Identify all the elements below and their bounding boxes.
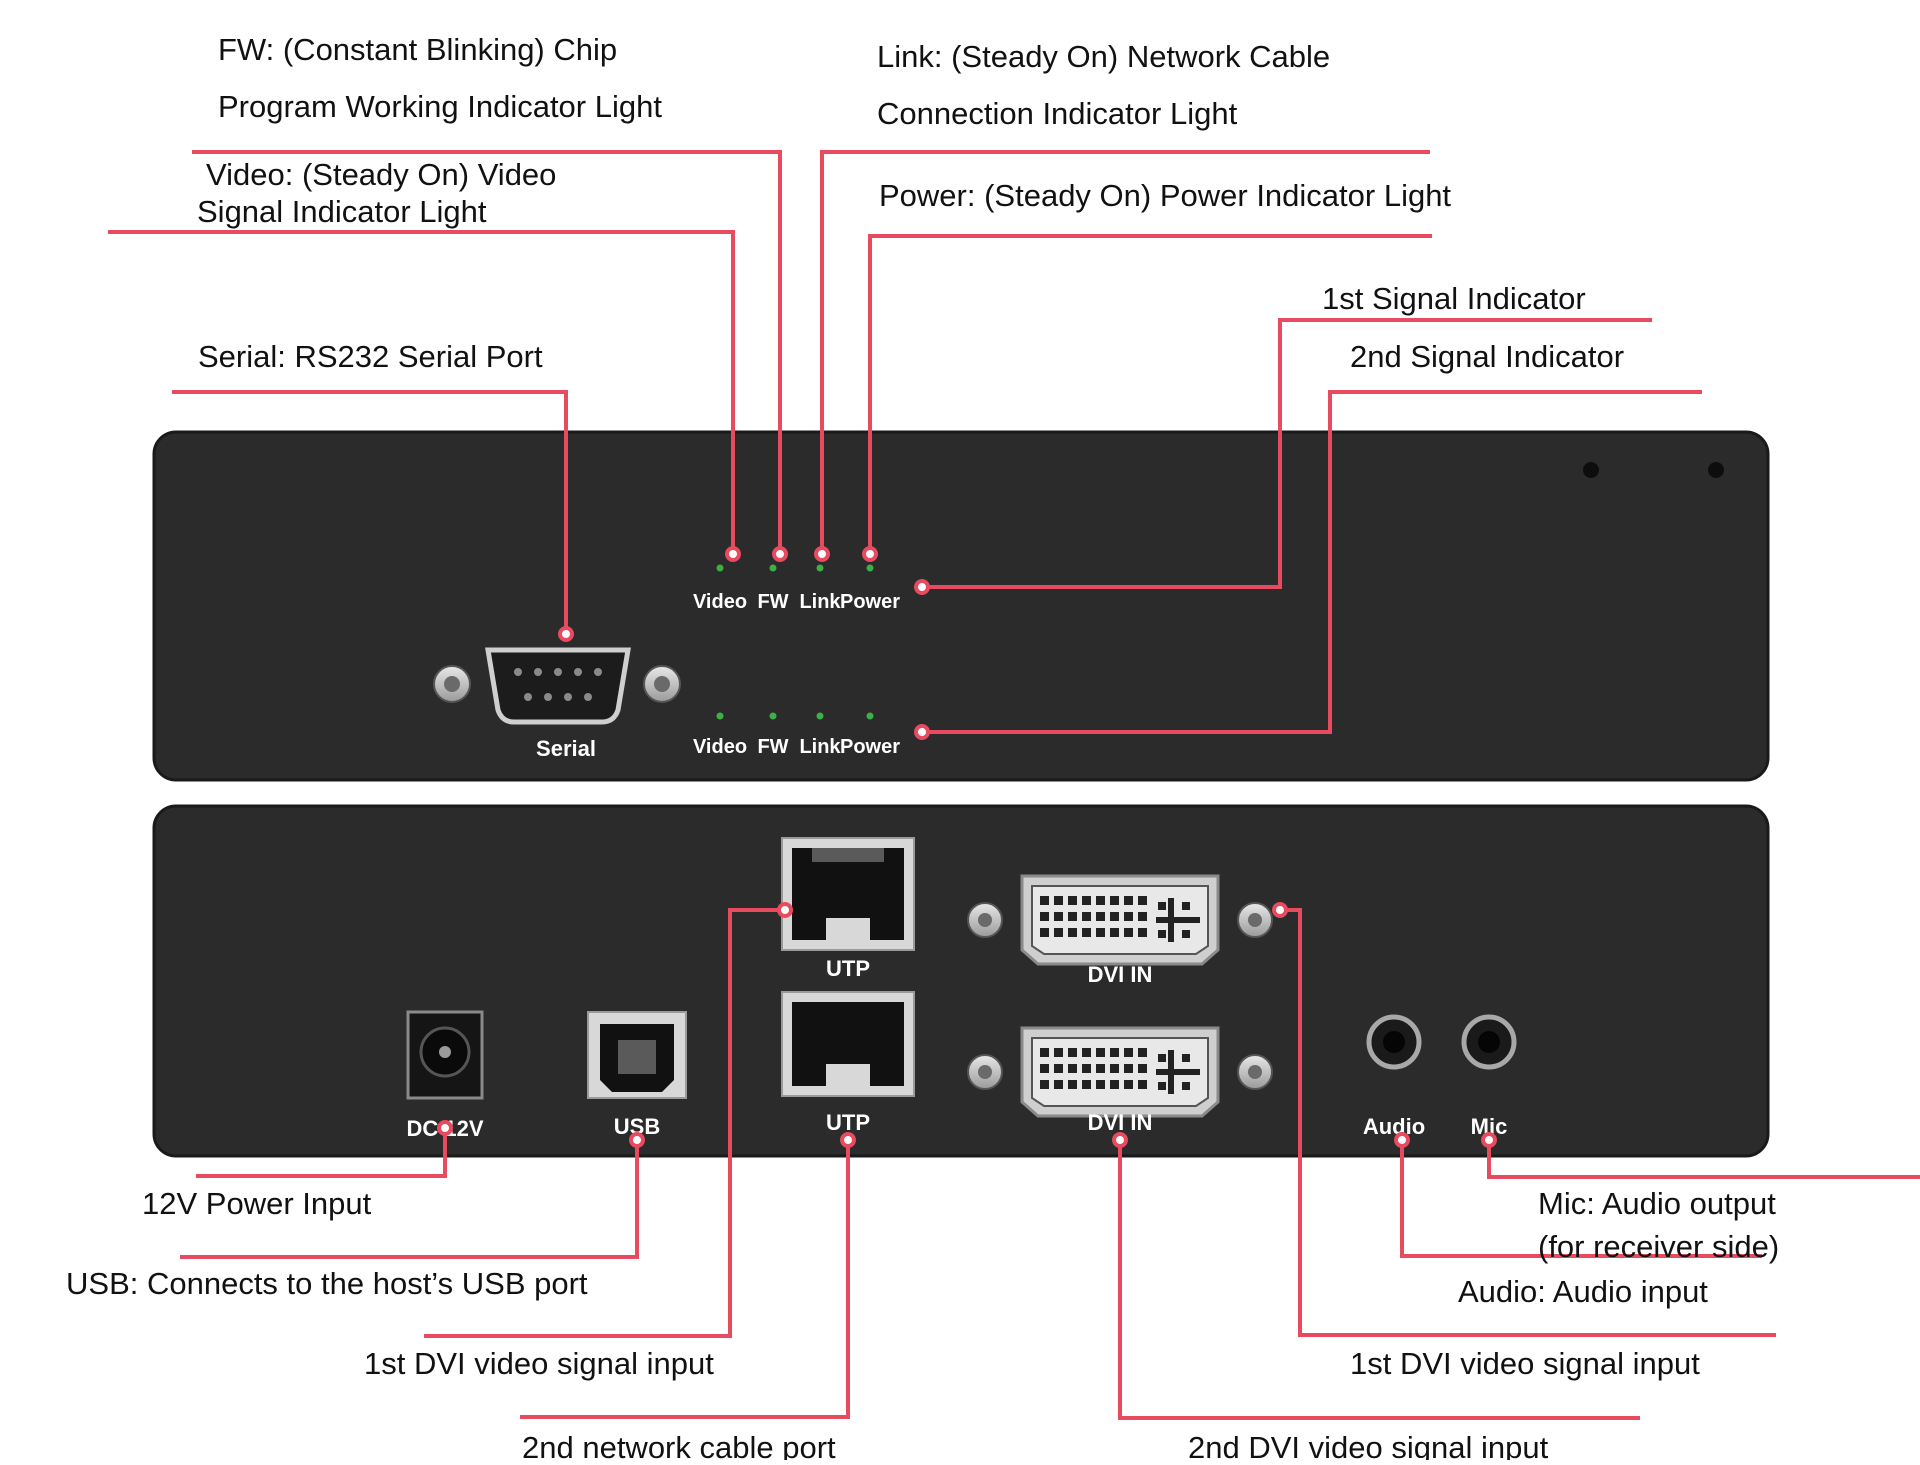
leader-usb xyxy=(180,1140,639,1259)
callout-usb: USB: Connects to the host’s USB port xyxy=(66,1266,588,1301)
rear-panel: UTP UTP DVI IN DVI IN DC 12V USB xyxy=(152,804,1770,1158)
leader-utp-bottom xyxy=(520,1140,850,1419)
mount-hole-right xyxy=(1708,462,1724,478)
indicator-row-1-label-fw: FW xyxy=(757,591,788,613)
leader-endpoint xyxy=(914,579,930,595)
callout-power: Power: (Steady On) Power Indicator Light xyxy=(879,178,1451,213)
leader-endpoint xyxy=(725,546,741,562)
utp-bottom-label: UTP xyxy=(826,1110,870,1135)
leader-endpoint xyxy=(862,546,878,562)
utp-port-top[interactable] xyxy=(781,837,915,951)
leader-video xyxy=(108,230,735,554)
leader-mic xyxy=(1487,1140,1920,1179)
indicator-row-1-led-fw xyxy=(769,564,777,572)
leader-endpoint xyxy=(1394,1132,1410,1148)
leader-link xyxy=(820,150,1430,554)
leader-serial xyxy=(172,390,568,634)
dvi-top-label: DVI IN xyxy=(1088,962,1153,987)
indicator-row-2-led-power xyxy=(866,712,874,720)
callout-audio: Audio: Audio input xyxy=(1458,1274,1708,1309)
indicator-row-1-led-power xyxy=(866,564,874,572)
callout-fw-line-1: FW: (Constant Blinking) Chip xyxy=(218,32,617,67)
leader-utp-top xyxy=(424,908,785,1338)
indicator-row-1-led-video xyxy=(716,564,724,572)
callout-signal-2: 2nd Signal Indicator xyxy=(1350,339,1624,374)
leader-endpoint xyxy=(1112,1132,1128,1148)
leader-endpoint xyxy=(629,1132,645,1148)
leader-endpoint xyxy=(437,1120,453,1136)
callout-dvi-1-right: 1st DVI video signal input xyxy=(1350,1346,1700,1381)
leader-dc xyxy=(196,1128,447,1178)
callout-link-line-1: Link: (Steady On) Network Cable xyxy=(877,39,1330,74)
indicator-row-1-label-power: Power xyxy=(840,591,900,613)
serial-shell xyxy=(485,647,631,725)
mic-jack[interactable] xyxy=(1461,1014,1517,1070)
leader-endpoint xyxy=(840,1132,856,1148)
callout-video-line-2: Signal Indicator Light xyxy=(197,194,487,229)
callout-network-2: 2nd network cable port xyxy=(522,1430,836,1460)
indicator-row-2-led-link xyxy=(816,712,824,720)
serial-port[interactable] xyxy=(433,647,681,725)
callouts: FW: (Constant Blinking) Chip Program Wor… xyxy=(66,32,1779,1465)
leader-endpoint xyxy=(1272,902,1288,918)
audio-silk-label: Audio xyxy=(1363,1114,1425,1139)
dvi-bottom-label: DVI IN xyxy=(1088,1110,1153,1135)
indicator-row-2-led-fw xyxy=(769,712,777,720)
leader-endpoint xyxy=(772,546,788,562)
dvi-port-top[interactable] xyxy=(967,874,1273,966)
leader-dvi-top xyxy=(1280,908,1776,1337)
utp-top-label: UTP xyxy=(826,956,870,981)
leader-endpoint xyxy=(777,902,793,918)
indicator-row-2-label-link: Link xyxy=(799,736,841,758)
indicator-row-2-label-video: Video xyxy=(693,736,747,758)
leader-signal-2 xyxy=(922,390,1702,734)
callout-mic-line-2: (for receiver side) xyxy=(1538,1229,1779,1264)
audio-jack[interactable] xyxy=(1366,1014,1422,1070)
indicator-row-2-label-power: Power xyxy=(840,736,900,758)
indicator-row-2-led-video xyxy=(716,712,724,720)
dvi-port-bottom[interactable] xyxy=(967,1026,1273,1118)
dc-power-jack[interactable] xyxy=(406,1010,484,1100)
callout-dc-power: 12V Power Input xyxy=(142,1186,372,1221)
callout-video-line-1: Video: (Steady On) Video xyxy=(206,157,556,192)
callout-dvi-2: 2nd DVI video signal input xyxy=(1188,1430,1549,1460)
callout-dvi-1-left: 1st DVI video signal input xyxy=(364,1346,714,1381)
leader-endpoint xyxy=(914,724,930,740)
leader-lines xyxy=(108,150,1920,1420)
leader-audio xyxy=(1400,1140,1762,1258)
leader-endpoints xyxy=(437,546,1497,1148)
serial-silk-label: Serial xyxy=(536,736,596,761)
front-panel-chassis xyxy=(152,430,1770,782)
callout-serial: Serial: RS232 Serial Port xyxy=(198,339,543,374)
callout-signal-1: 1st Signal Indicator xyxy=(1322,281,1586,316)
utp-port-bottom[interactable] xyxy=(781,991,915,1097)
rear-panel-chassis xyxy=(152,804,1770,1158)
leader-endpoint xyxy=(1481,1132,1497,1148)
callout-fw-line-2: Program Working Indicator Light xyxy=(218,89,662,124)
leader-dvi-bottom xyxy=(1118,1140,1640,1420)
indicator-row-1-label-link: Link xyxy=(799,591,841,613)
leader-fw xyxy=(192,150,782,554)
usb-b-port[interactable] xyxy=(587,1011,687,1099)
indicator-row-1-label-video: Video xyxy=(693,591,747,613)
leader-power xyxy=(868,234,1432,554)
leader-endpoint xyxy=(814,546,830,562)
indicator-row-2-label-fw: FW xyxy=(757,736,788,758)
callout-mic-line-1: Mic: Audio output xyxy=(1538,1186,1776,1221)
leader-endpoint xyxy=(558,626,574,642)
mount-hole-left xyxy=(1583,462,1599,478)
callout-link-line-2: Connection Indicator Light xyxy=(877,96,1238,131)
indicator-row-1-led-link xyxy=(816,564,824,572)
leader-signal-1 xyxy=(922,318,1652,589)
